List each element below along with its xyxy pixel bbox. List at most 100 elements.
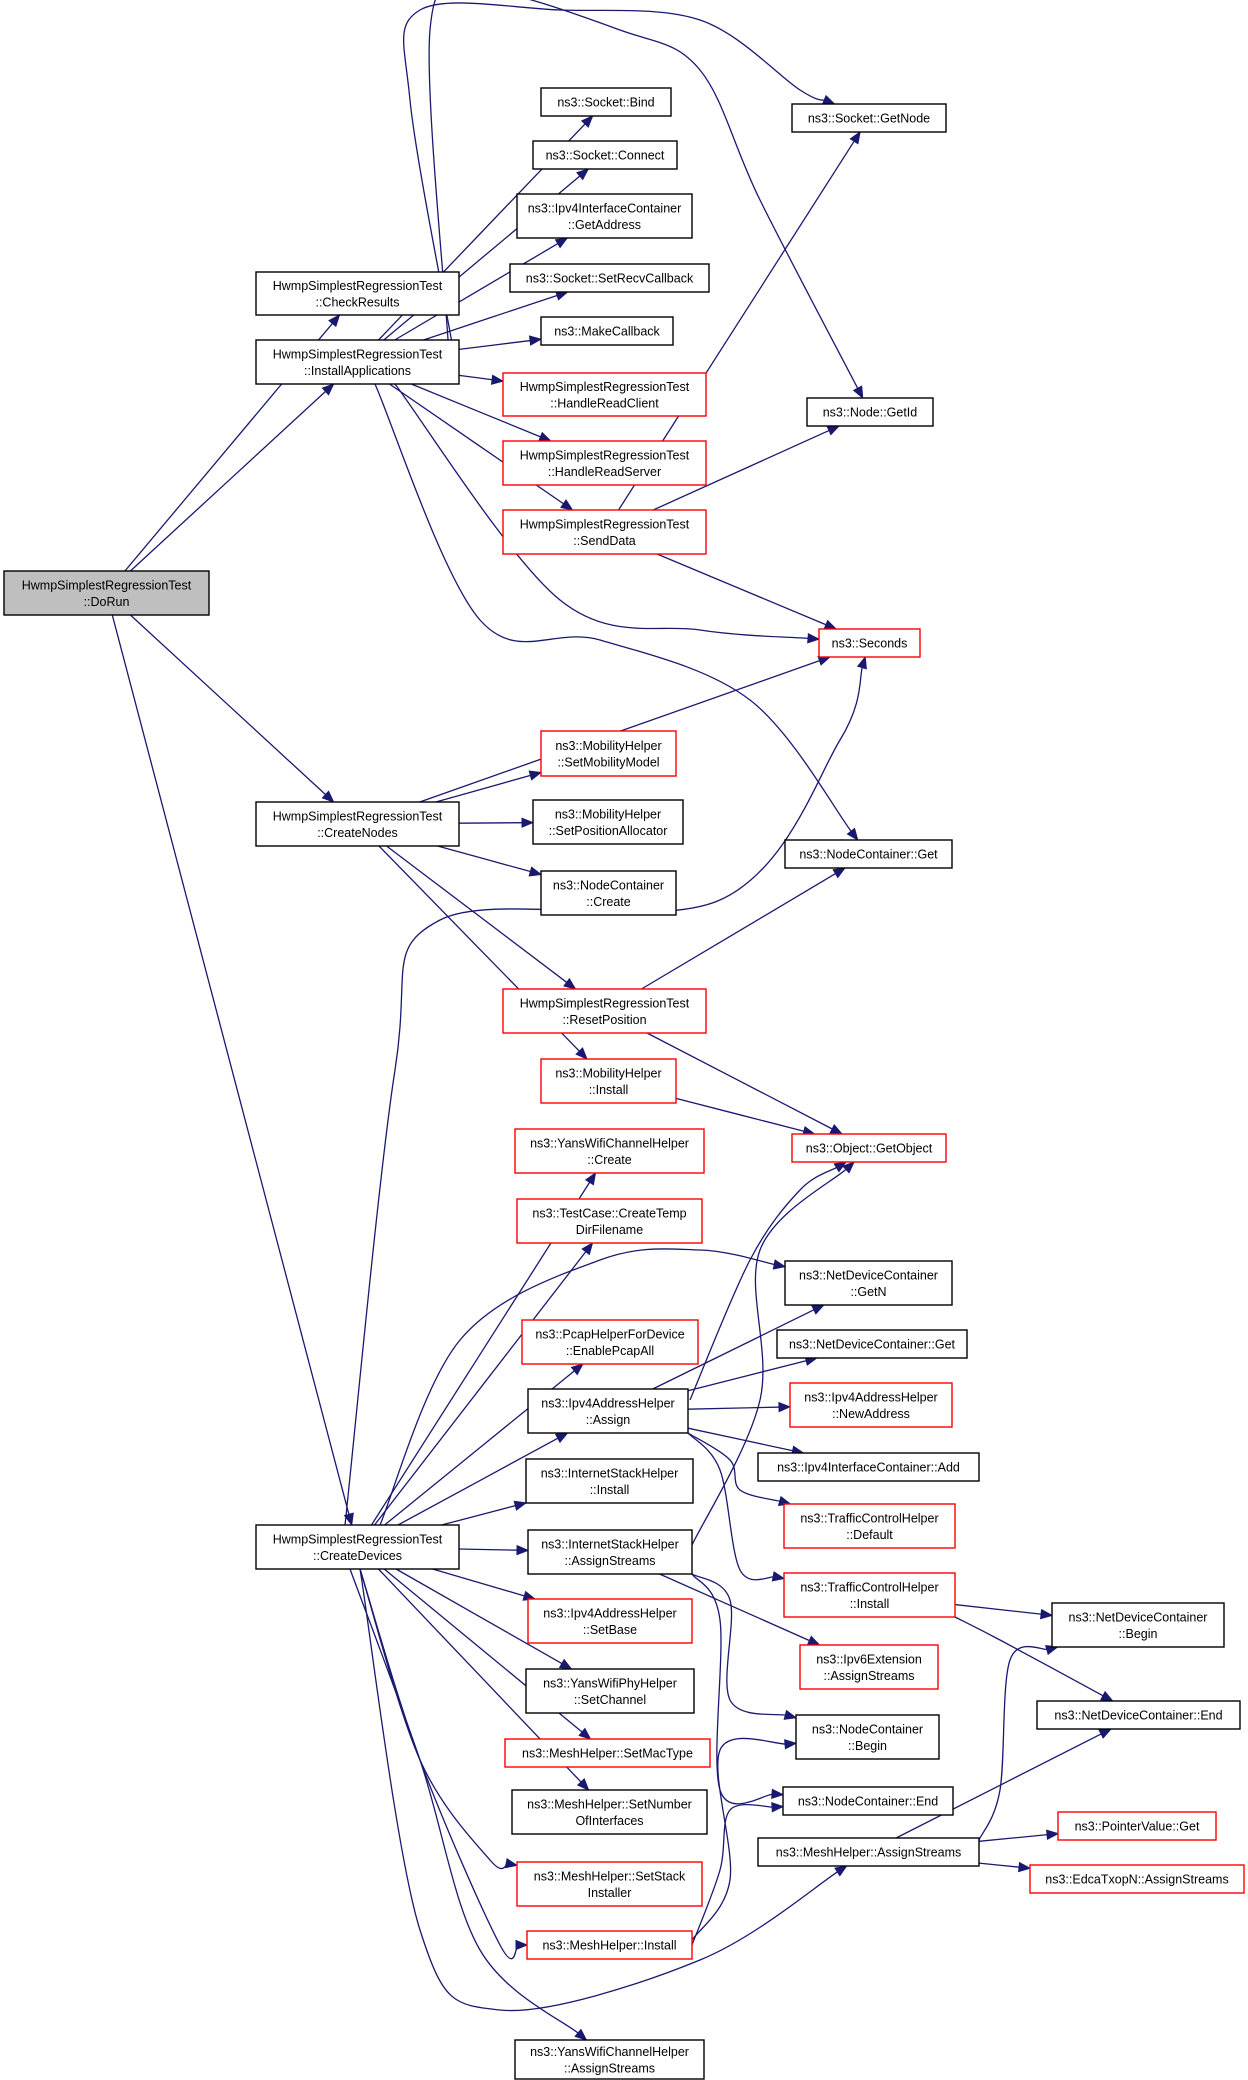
arrowhead-icon [832,867,847,879]
node-label-line: ns3::EdcaTxopN::AssignStreams [1045,1873,1228,1887]
node-socketbind[interactable]: ns3::Socket::Bind [540,87,672,117]
node-label-line: ::Install [589,1083,629,1097]
node-box [1036,1700,1241,1730]
node-label-line: ns3::Socket::Connect [546,149,665,163]
arrowhead-icon [826,425,841,436]
node-ipv4setbase[interactable]: ns3::Ipv4AddressHelper::SetBase [527,1598,693,1644]
node-tcinstall[interactable]: ns3::TrafficControlHelper::Install [783,1572,956,1618]
node-ipv6ext[interactable]: ns3::Ipv6Extension::AssignStreams [799,1644,939,1690]
node-enablepcap[interactable]: ns3::PcapHelperForDevice::EnablePcapAll [521,1319,699,1365]
node-inetassign[interactable]: ns3::InternetStackHelper::AssignStreams [527,1529,693,1575]
call-edge-inetassign-to-ipv6ext [659,1573,821,1646]
node-label-line: ::AssignStreams [564,2061,655,2075]
node-label-line: HwmpSimplestRegressionTest [273,809,443,823]
node-handlereadclient[interactable]: HwmpSimplestRegressionTest::HandleReadCl… [502,372,707,417]
node-label-line: ns3::Ipv4AddressHelper [543,1606,676,1620]
arrowhead-icon [516,1544,530,1556]
node-installapps[interactable]: HwmpSimplestRegressionTest::InstallAppli… [255,339,460,385]
node-label-line: ns3::Node::GetId [823,406,918,420]
node-makecallback[interactable]: ns3::MakeCallback [540,316,674,346]
arrowhead-icon [521,817,535,828]
node-label-line: ::SetBase [583,1623,637,1637]
node-newaddress[interactable]: ns3::Ipv4AddressHelper::NewAddress [789,1382,953,1428]
node-socketgetnode[interactable]: ns3::Socket::GetNode [791,103,947,133]
node-pointerget[interactable]: ns3::PointerValue::Get [1057,1811,1217,1841]
node-meshassign[interactable]: ns3::MeshHelper::AssignStreams [757,1837,980,1867]
edge-line [687,1432,776,1581]
node-setmactype[interactable]: ns3::MeshHelper::SetMacType [504,1738,711,1768]
node-handlereadserver[interactable]: HwmpSimplestRegressionTest::HandleReadSe… [502,440,707,486]
node-label-line: ns3::InternetStackHelper [541,1537,679,1551]
arrowhead-icon [846,827,859,842]
arrowhead-icon [821,94,836,105]
edge-line [344,665,864,1526]
node-yanschassign[interactable]: ns3::YansWifiChannelHelper::AssignStream… [514,2039,705,2080]
node-netdevget[interactable]: ns3::NetDeviceContainer::Get [776,1329,968,1359]
call-edge-ipv4assign-to-getobject [689,1161,848,1401]
node-edcaassign[interactable]: ns3::EdcaTxopN::AssignStreams [1029,1864,1245,1894]
node-label-line: ::GetN [850,1285,886,1299]
node-label-line: ns3::MeshHelper::SetMacType [522,1747,693,1761]
node-label-line: ::HandleReadClient [550,396,659,410]
node-nodecontcreate[interactable]: ns3::NodeContainer::Create [540,870,677,916]
call-edge-createdevices-to-createtemp [373,1241,594,1526]
node-label-line: ::Default [846,1528,893,1542]
node-box [540,730,677,777]
node-box [511,1789,708,1835]
arrowhead-icon [515,1939,529,1951]
node-createdevices[interactable]: HwmpSimplestRegressionTest::CreateDevice… [255,1524,460,1570]
call-edge-createnodes-to-setmobilitymodel [435,770,543,803]
node-box [540,316,674,346]
arrowhead-icon [771,1802,785,1813]
node-dorun[interactable]: HwmpSimplestRegressionTest::DoRun [3,570,210,616]
node-setmobilitymodel[interactable]: ns3::MobilityHelper::SetMobilityModel [540,730,677,777]
edge-line [687,1359,809,1392]
node-nodegetid[interactable]: ns3::Node::GetId [806,397,934,427]
node-ipv4ifcadd[interactable]: ns3::Ipv4InterfaceContainer::Add [757,1452,980,1482]
edge-line [689,1166,839,1401]
node-mobilityinstall[interactable]: ns3::MobilityHelper::Install [540,1058,677,1104]
node-nodecontend[interactable]: ns3::NodeContainer::End [782,1786,954,1816]
edge-line [394,242,560,341]
node-ipv4assign[interactable]: ns3::Ipv4AddressHelper::Assign [527,1388,689,1434]
edge-line [691,1573,788,1717]
node-box [806,397,934,427]
node-socketconnect[interactable]: ns3::Socket::Connect [532,140,678,170]
node-checkresults[interactable]: HwmpSimplestRegressionTest::CheckResults [255,271,460,316]
arrowhead-icon [849,130,861,145]
node-yansphysetch[interactable]: ns3::YansWifiPhyHelper::SetChannel [525,1668,695,1714]
edge-line [691,1167,848,1546]
node-resetposition[interactable]: HwmpSimplestRegressionTest::ResetPositio… [502,988,707,1034]
node-ipv4ifcgetaddr[interactable]: ns3::Ipv4InterfaceContainer::GetAddress [516,193,693,239]
arrowhead-icon [834,1865,848,1877]
node-seconds[interactable]: ns3::Seconds [818,628,921,658]
node-setrecvcb[interactable]: ns3::Socket::SetRecvCallback [509,263,710,293]
node-nodecontget[interactable]: ns3::NodeContainer::Get [784,839,953,869]
node-inetinstall[interactable]: ns3::InternetStackHelper::Install [525,1458,694,1504]
node-meshinstall[interactable]: ns3::MeshHelper::Install [526,1930,693,1960]
node-tcdefault[interactable]: ns3::TrafficControlHelper::Default [783,1503,956,1549]
node-setposalloc[interactable]: ns3::MobilityHelper::SetPositionAllocato… [532,799,684,845]
node-netdevend[interactable]: ns3::NetDeviceContainer::End [1036,1700,1241,1730]
node-yanschcreate[interactable]: ns3::YansWifiChannelHelper::Create [514,1128,705,1174]
node-label-line: ns3::Ipv4InterfaceContainer [528,201,682,215]
node-getobject[interactable]: ns3::Object::GetObject [791,1133,947,1163]
node-senddata[interactable]: HwmpSimplestRegressionTest::SendData [502,509,707,555]
call-edge-meshinstall-to-nodecontend [691,1802,785,1946]
node-nodecontbegin[interactable]: ns3::NodeContainer::Begin [795,1714,940,1760]
node-netdevbegin[interactable]: ns3::NetDeviceContainer::Begin [1051,1602,1225,1648]
node-netdevgetn[interactable]: ns3::NetDeviceContainer::GetN [784,1260,953,1306]
call-edge-installapps-to-handlereadclient [458,374,505,385]
arrowhead-icon [1046,1829,1060,1840]
arrowhead-icon [771,1788,785,1800]
edge-line [687,1432,782,1503]
arrowhead-icon [576,168,590,181]
node-label-line: HwmpSimplestRegressionTest [520,380,690,394]
arrowhead-icon [321,383,335,396]
arrowhead-icon [856,655,867,670]
call-edge-installapps-to-makecallback [458,335,543,351]
node-createnodes[interactable]: HwmpSimplestRegressionTest::CreateNodes [255,801,460,847]
